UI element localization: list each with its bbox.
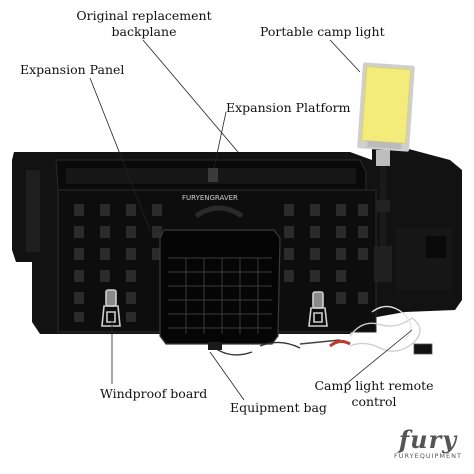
equipment-bag	[159, 205, 281, 345]
right-carabiner	[308, 291, 328, 327]
fury-logo: fury FURYEQUIPMENT	[392, 425, 464, 461]
label-expansion-platform: Expansion Platform	[226, 100, 351, 115]
label-expansion-panel: Expansion Panel	[20, 62, 125, 77]
label-equipment-bag: Equipment bag	[230, 400, 327, 415]
left-carabiner	[101, 289, 121, 327]
label-camp-light: Portable camp light	[260, 24, 385, 39]
leader-lines	[89, 39, 413, 401]
label-remote-control: Camp light remote control	[314, 378, 434, 409]
remote-control	[413, 343, 433, 355]
label-original-backplane: Original replacement backplane	[76, 8, 212, 39]
panel-brand-text: FURYENGRAVER	[182, 194, 238, 202]
logo-sub-text: FURYEQUIPMENT	[394, 452, 462, 460]
camp-light-stand	[374, 150, 452, 290]
portable-camp-light	[357, 62, 415, 152]
label-windproof-board: Windproof board	[100, 386, 208, 401]
remote-cables	[211, 305, 421, 356]
logo-main-text: fury	[398, 425, 458, 454]
